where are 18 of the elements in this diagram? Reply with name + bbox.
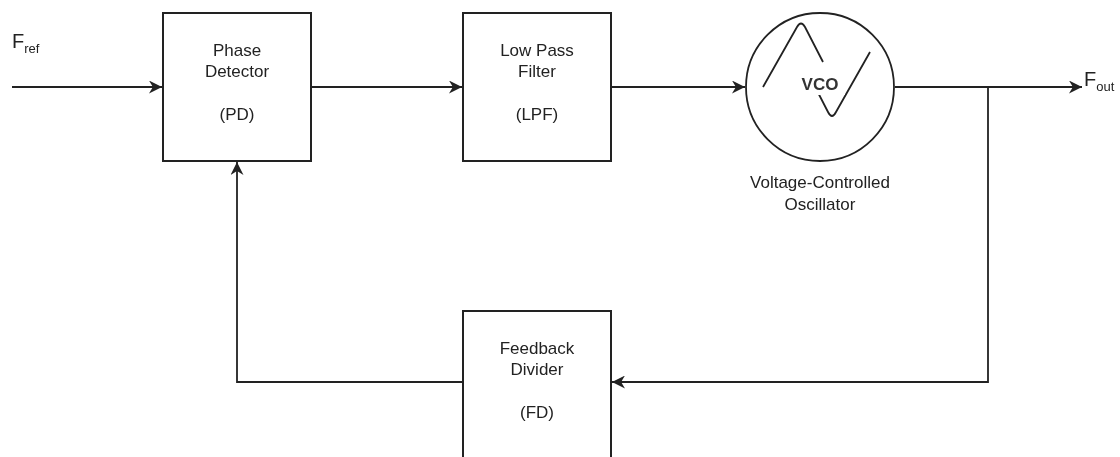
block-abbreviation: (FD): [519, 402, 555, 423]
signal-label: F$_{ref}$: [12, 30, 52, 60]
signal-label: F$_{out}$: [1084, 68, 1120, 98]
block-label: Low Pass Filter: [499, 40, 575, 82]
arrow: [230, 161, 463, 383]
block-label: Feedback Divider: [498, 338, 576, 380]
arrow: [311, 80, 463, 94]
block-label: Phase Detector: [203, 40, 271, 82]
oscillator-circle: [745, 12, 895, 162]
block-abbreviation: (PD): [218, 104, 256, 125]
block-abbreviation: (LPF): [514, 104, 560, 125]
block-box: [462, 310, 612, 457]
arrow: [611, 86, 989, 389]
block-box: [162, 12, 312, 162]
arrow: [11, 80, 163, 94]
block-caption: Voltage-Controlled Oscillator: [749, 172, 891, 216]
block-box: [462, 12, 612, 162]
arrow: [611, 80, 746, 94]
